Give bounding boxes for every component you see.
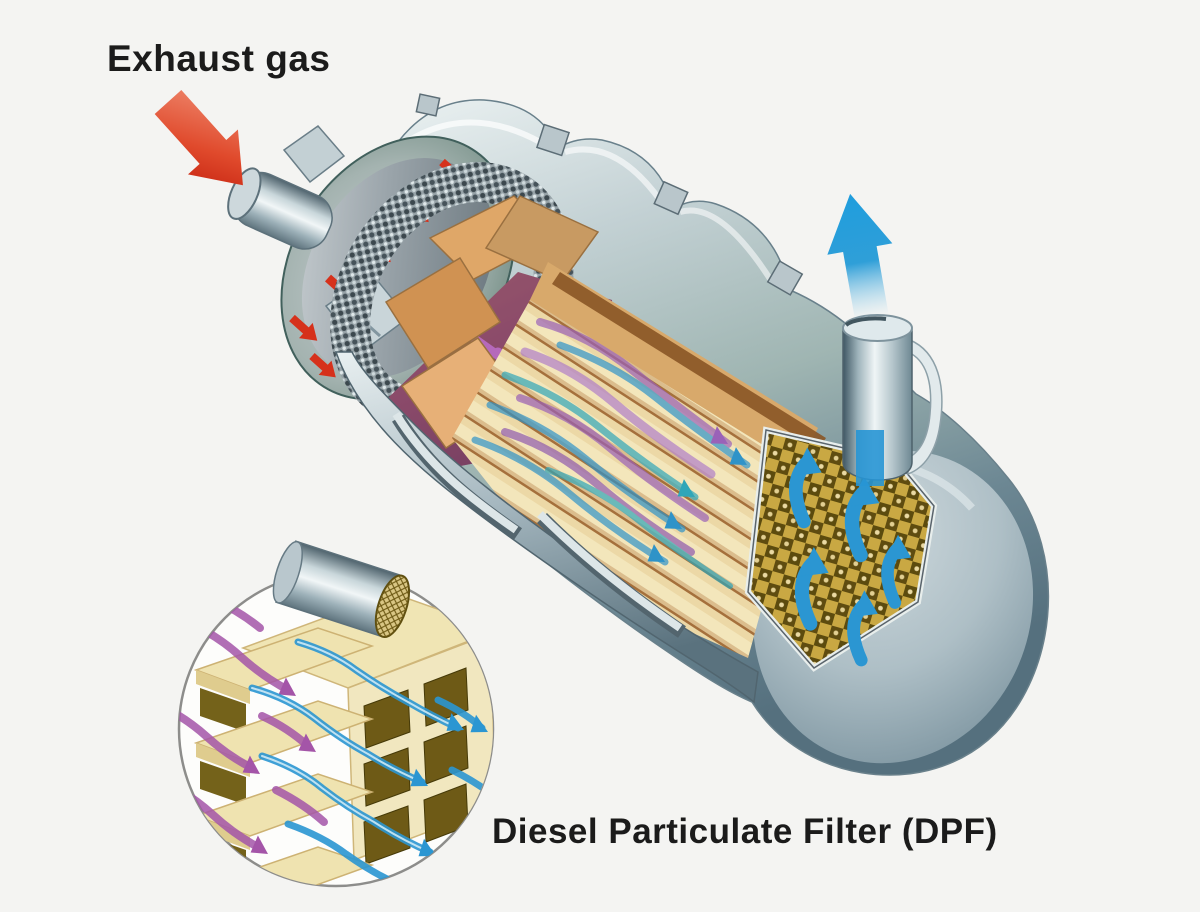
outlet-collar	[907, 338, 943, 476]
clean-gas-outlet-arrow	[827, 193, 893, 321]
shell-bump-highlight-3	[679, 207, 775, 284]
wall-flow-detail-inset	[177, 540, 495, 888]
oxidation-catalyst-blocks	[384, 195, 600, 482]
channel-top-face	[528, 262, 818, 472]
shell-bottom-band	[334, 351, 759, 704]
mini-filter-core-cylinder	[272, 540, 411, 639]
dpf-title-label: Diesel Particulate Filter (DPF)	[492, 812, 998, 851]
exhaust-gas-label: Exhaust gas	[107, 38, 331, 79]
channel-top-dark-band	[552, 272, 826, 450]
exhaust-inlet-arrow	[154, 90, 243, 186]
inlet-pipe	[227, 167, 333, 250]
gas-into-pipe-arrow	[856, 430, 884, 486]
shell-bump-highlight-2	[564, 146, 663, 202]
band-clamp-arcs	[392, 411, 686, 638]
shell-bump-highlight-1	[408, 119, 542, 145]
mounting-tab-upper	[282, 124, 346, 184]
inset-clean-arrow-cores	[251, 641, 459, 853]
top-clamp-tabs	[415, 93, 804, 296]
